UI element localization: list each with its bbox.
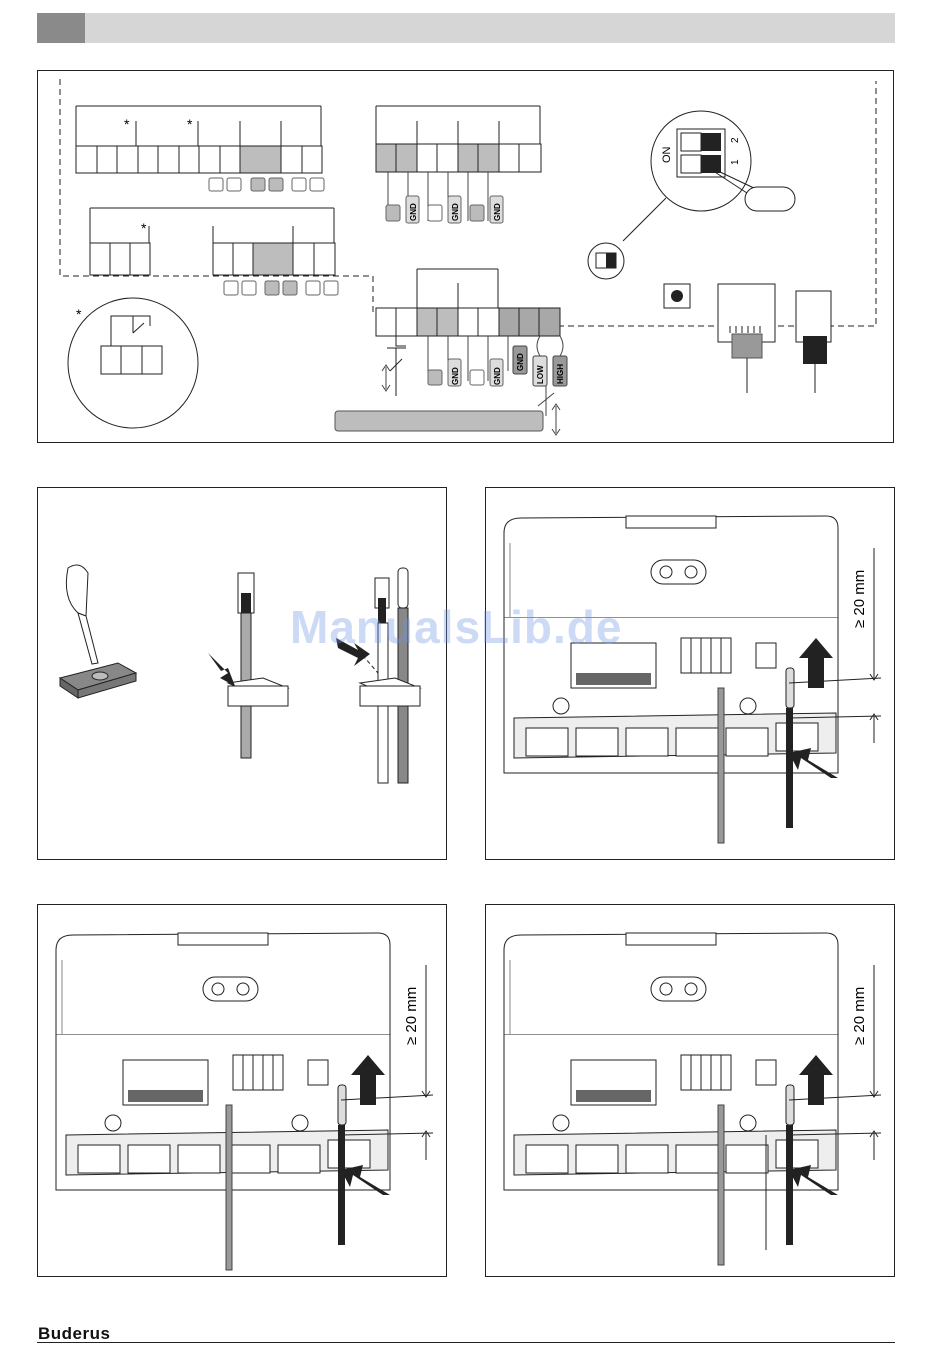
dip-on-label: ON <box>661 146 673 163</box>
header-tab <box>37 13 85 43</box>
asterisk-note: * <box>187 116 193 132</box>
grommet-panel <box>37 487 447 860</box>
grommet-illustration <box>38 488 448 861</box>
dip-switch-1-label: 1 <box>730 159 741 165</box>
wiring-diagram-panel: * * * * <box>37 70 894 443</box>
asterisk-note: * <box>76 306 82 322</box>
footer-rule <box>37 1342 895 1343</box>
dip-switch-2-label: 2 <box>730 137 741 143</box>
wiring-diagram: * * * * <box>38 71 895 444</box>
gnd-label: GND <box>516 353 525 371</box>
housing-illustration: ≥ 20 mm <box>38 905 448 1278</box>
gnd-label: GND <box>451 203 460 221</box>
gnd-label: GND <box>451 367 460 385</box>
clearance-dimension: ≥ 20 mm <box>851 987 868 1045</box>
watermark: ManualsLib.de <box>290 600 622 654</box>
gnd-label: GND <box>493 367 502 385</box>
housing-panel-bottom-right: ≥ 20 mm <box>485 904 895 1277</box>
asterisk-note: * <box>124 116 130 132</box>
brand-logo-text: Buderus <box>38 1324 110 1344</box>
housing-panel-top-right: ≥ 20 mm <box>485 487 895 860</box>
low-label: LOW <box>536 365 545 384</box>
high-label: HIGH <box>556 364 565 384</box>
housing-illustration: ≥ 20 mm <box>486 488 896 861</box>
housing-panel-bottom-left: ≥ 20 mm <box>37 904 447 1277</box>
housing-illustration: ≥ 20 mm <box>486 905 896 1278</box>
gnd-label: GND <box>409 203 418 221</box>
header-bar <box>37 13 895 43</box>
asterisk-note: * <box>141 220 147 236</box>
gnd-label: GND <box>493 203 502 221</box>
clearance-dimension: ≥ 20 mm <box>851 570 868 628</box>
clearance-dimension: ≥ 20 mm <box>403 987 420 1045</box>
